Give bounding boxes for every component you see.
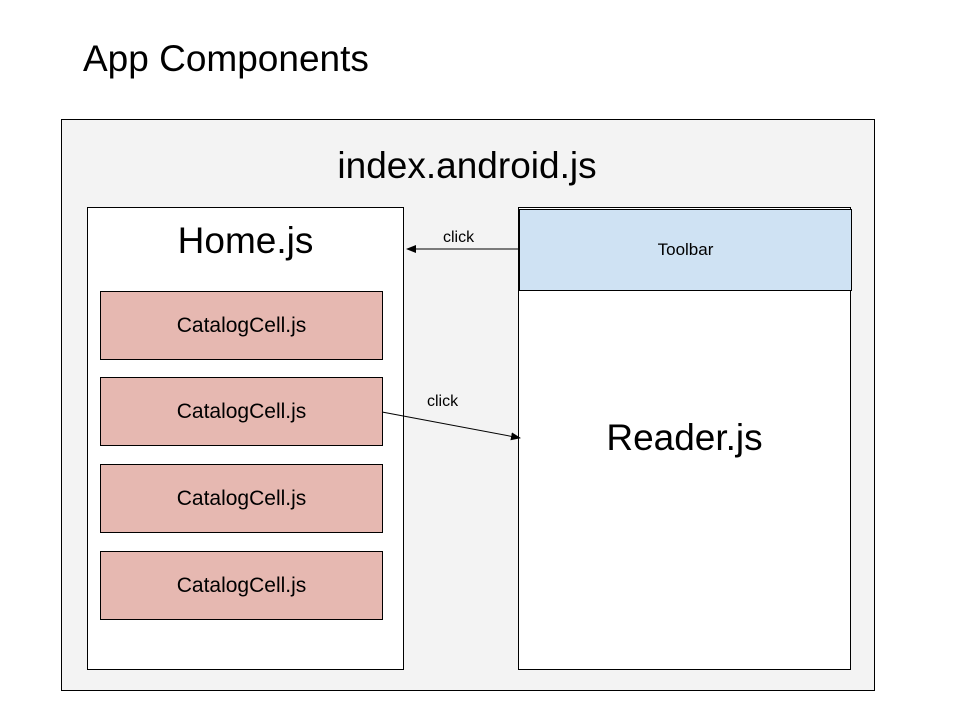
reader-label: Reader.js bbox=[606, 417, 763, 458]
catalog-cell-3: CatalogCell.js bbox=[100, 464, 383, 533]
catalog-cell-2: CatalogCell.js bbox=[100, 377, 383, 446]
edge-label-cell-reader: click bbox=[427, 393, 459, 410]
toolbar-label: Toolbar bbox=[657, 240, 714, 259]
index-android-label: index.android.js bbox=[337, 145, 597, 186]
catalog-cell-label: CatalogCell.js bbox=[176, 573, 307, 597]
page-title: App Components bbox=[83, 38, 369, 79]
toolbar-component: Toolbar bbox=[519, 209, 852, 291]
catalog-cell-1: CatalogCell.js bbox=[100, 291, 383, 360]
home-label: Home.js bbox=[177, 220, 314, 261]
catalog-cell-4: CatalogCell.js bbox=[100, 551, 383, 620]
catalog-cell-label: CatalogCell.js bbox=[176, 399, 307, 423]
edge-label-toolbar-home: click bbox=[443, 229, 475, 246]
catalog-cell-label: CatalogCell.js bbox=[176, 313, 307, 337]
catalog-cell-label: CatalogCell.js bbox=[176, 486, 307, 510]
